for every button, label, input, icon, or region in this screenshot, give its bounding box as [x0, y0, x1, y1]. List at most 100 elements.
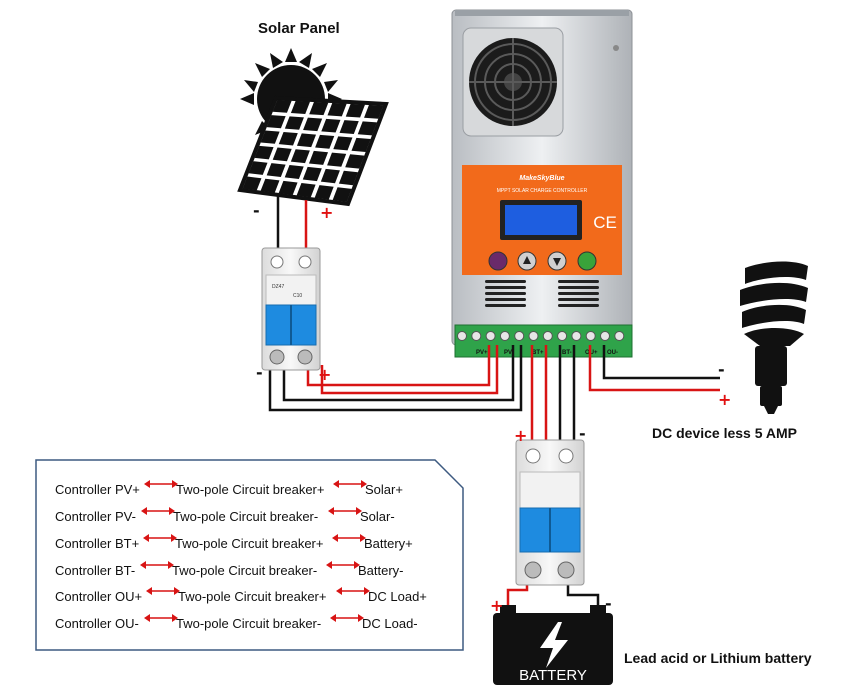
- terminal-screw[interactable]: [471, 331, 482, 341]
- solar-panel-icon: [237, 95, 389, 207]
- solar-cell: [345, 154, 365, 169]
- brand-name: MakeSkyBlue: [519, 175, 564, 182]
- terminal-screw[interactable]: [485, 331, 496, 341]
- solar-cell: [302, 166, 322, 182]
- solar-circuit-breaker[interactable]: DZ47 C10: [261, 247, 321, 371]
- solar-cell: [284, 116, 304, 130]
- terminal-bt-plus: BT+: [532, 350, 544, 356]
- terminal-screw[interactable]: [600, 331, 610, 341]
- terminal-screw[interactable]: [499, 331, 510, 341]
- solar-cell: [345, 103, 366, 118]
- panel-negative-sign: -: [253, 201, 260, 220]
- down-arrow-icon: [553, 258, 561, 266]
- terminal-screw[interactable]: [571, 331, 582, 341]
- battery-type-label: Lead acid or Lithium battery: [624, 650, 812, 666]
- vent-slot: [485, 304, 526, 307]
- solar-cell: [321, 118, 341, 133]
- lightning-icon: [540, 622, 568, 668]
- enter-button[interactable]: [577, 251, 597, 271]
- solar-cell: [260, 178, 280, 193]
- solar-cell: [327, 102, 347, 117]
- battery-positive-sign: +: [490, 596, 504, 615]
- breaker-rating: C10: [293, 293, 302, 299]
- solar-cell: [266, 115, 286, 129]
- double-arrow-icon: [144, 480, 178, 488]
- vent-slot: [558, 286, 599, 289]
- terminal-screws: [457, 331, 625, 341]
- solar-cell: [266, 163, 286, 177]
- solar-cell: [272, 147, 292, 162]
- terminal-ou-minus: OU-: [607, 350, 618, 356]
- legend-target: Solar-: [360, 509, 395, 524]
- controller-subtitle: MPPT SOLAR CHARGE CONTROLLER: [497, 188, 588, 194]
- solar-cell: [303, 117, 323, 132]
- legend-breaker-pole: Two-pole Circuit breaker-: [176, 616, 322, 631]
- breaker1-negative-sign: -: [256, 363, 263, 382]
- terminal-screw[interactable]: [528, 331, 539, 341]
- terminal-screw[interactable]: [585, 331, 596, 341]
- controller-wires: [268, 345, 720, 612]
- terminal-screw[interactable]: [457, 331, 467, 341]
- breaker1-positive-sign: +: [318, 365, 332, 384]
- solar-cell: [272, 99, 292, 113]
- double-arrow-icon: [141, 507, 175, 515]
- breaker2-negative-sign: -: [579, 424, 586, 443]
- double-arrow-icon: [143, 534, 177, 542]
- solar-cell: [290, 100, 311, 114]
- vent-slot: [558, 280, 599, 283]
- legend-controller-terminal: Controller BT-: [55, 563, 136, 578]
- legend-breaker-pole: Two-pole Circuit breaker+: [178, 589, 327, 604]
- terminal-screw[interactable]: [557, 331, 568, 341]
- vent-slot: [485, 280, 526, 283]
- terminal-screw[interactable]: [514, 331, 525, 341]
- battery-icon: BATTERY: [493, 605, 613, 685]
- double-arrow-icon: [336, 587, 370, 595]
- double-arrow-icon: [140, 561, 174, 569]
- solar-cell: [315, 134, 335, 149]
- solar-cell: [254, 145, 274, 160]
- solar-cell: [351, 137, 371, 153]
- battery-text: BATTERY: [519, 667, 587, 684]
- solar-cell: [278, 180, 298, 196]
- legend-target: Battery-: [358, 563, 404, 578]
- solar-cell: [260, 130, 280, 144]
- double-arrow-icon: [330, 614, 364, 622]
- dc-device-label: DC device less 5 AMP: [652, 425, 797, 441]
- vent-slot: [485, 292, 526, 295]
- battery-circuit-breaker[interactable]: [515, 439, 585, 586]
- cooling-fan-icon: [462, 27, 564, 137]
- terminal-pv-minus: PV-: [504, 350, 514, 356]
- terminal-screw[interactable]: [542, 331, 553, 341]
- load-negative-sign: -: [718, 360, 725, 379]
- legend-target: DC Load-: [362, 616, 418, 631]
- solar-cell: [296, 133, 317, 148]
- solar-panel-wires: [276, 196, 308, 255]
- solar-cell: [248, 161, 268, 175]
- solar-panel-label: Solar Panel: [258, 20, 340, 37]
- double-arrow-icon: [328, 507, 362, 515]
- solar-cell: [309, 101, 329, 116]
- solar-cell: [339, 120, 359, 134]
- breaker2-positive-sign: +: [514, 426, 528, 445]
- down-button[interactable]: [547, 251, 567, 271]
- up-button[interactable]: [517, 251, 537, 271]
- breaker-model: DZ47: [272, 284, 284, 290]
- terminal-screw[interactable]: [614, 331, 625, 341]
- page-down-button[interactable]: [488, 251, 508, 271]
- solar-cell: [314, 185, 334, 200]
- legend-breaker-pole: Two-pole Circuit breaker+: [176, 482, 325, 497]
- vent-slot: [558, 304, 599, 307]
- vent-slot: [558, 292, 599, 295]
- vent-slot: [485, 298, 526, 301]
- solar-cell: [308, 150, 329, 165]
- terminal-labels: PV+ PV- BT+ BT- OU+ OU-: [476, 350, 618, 356]
- solar-cell: [338, 170, 359, 186]
- terminal-pv-plus: PV+: [476, 350, 488, 356]
- double-arrow-icon: [146, 587, 180, 595]
- solar-cell: [357, 121, 378, 136]
- legend-controller-terminal: Controller PV-: [55, 509, 136, 524]
- charge-controller: MakeSkyBlue MPPT SOLAR CHARGE CONTROLLER…: [451, 9, 633, 358]
- vent-slot: [485, 286, 526, 289]
- vent-slot: [558, 298, 599, 301]
